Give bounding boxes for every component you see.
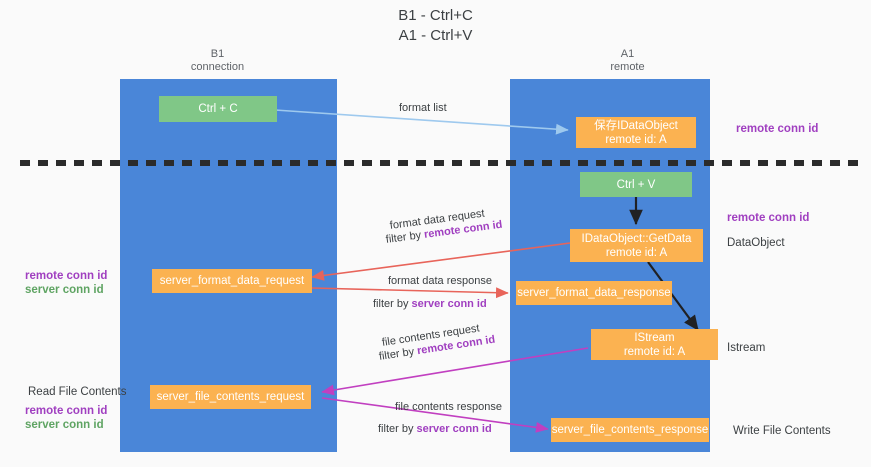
label-right-remote-conn-id-top: remote conn id	[736, 123, 819, 135]
caption-format-data-response: format data response	[388, 275, 492, 287]
arrow-getdata-to-istream	[647, 261, 699, 331]
label-left-read-file-contents: Read File Contents	[28, 386, 127, 398]
label-left-remote-conn-id-mid: remote conn id	[25, 270, 108, 282]
box-server-format-data-response[interactable]: server_format_data_response	[516, 281, 672, 305]
box-istream[interactable]: IStream remote id: A	[591, 329, 718, 360]
box-server-format-data-response-label: server_format_data_response	[517, 287, 671, 299]
arrow-format-list	[274, 109, 569, 135]
box-save-idataobject-line2: remote id: A	[605, 133, 667, 146]
caption-format-list: format list	[399, 102, 447, 114]
box-istream-line2: remote id: A	[623, 345, 686, 358]
caption-file-contents-response: file contents response	[395, 401, 503, 413]
box-server-format-data-request[interactable]: server_format_data_request	[152, 269, 312, 293]
label-right-istream: Istream	[727, 342, 766, 354]
column-header-b1: B1 connection	[150, 48, 285, 74]
box-server-file-contents-response-label: server_file_contents_response	[551, 424, 709, 436]
label-left-server-conn-id-mid: server conn id	[25, 284, 104, 296]
label-left-remote-conn-id-bottom: remote conn id	[25, 405, 108, 417]
label-right-write-file-contents: Write File Contents	[733, 425, 831, 437]
caption-filter-key-server-conn-id: server conn id	[416, 423, 492, 435]
caption-format-data-response-filter: filter by server conn id	[373, 297, 487, 311]
label-left-server-conn-id-bottom: server conn id	[25, 419, 104, 431]
caption-filter-key-server-conn-id: server conn id	[411, 298, 487, 310]
arrow-file-contents-request	[321, 347, 589, 396]
box-ctrl-c-label: Ctrl + C	[198, 103, 238, 115]
box-ctrl-c[interactable]: Ctrl + C	[159, 96, 277, 122]
arrow-format-data-response	[311, 287, 509, 299]
arrow-file-contents-response	[321, 397, 549, 433]
column-header-a1-role: remote	[610, 61, 645, 73]
box-idataobject-getdata[interactable]: IDataObject::GetData remote id: A	[570, 229, 703, 262]
title-line-2: A1 - Ctrl+V	[398, 27, 473, 44]
column-header-a1-name: A1	[620, 48, 635, 60]
column-header-a1: A1 remote	[545, 48, 710, 74]
box-ctrl-v[interactable]: Ctrl + V	[580, 172, 692, 197]
arrow-format-data-request	[311, 242, 571, 281]
box-server-file-contents-request[interactable]: server_file_contents_request	[150, 385, 311, 409]
box-server-format-data-request-label: server_format_data_request	[159, 275, 305, 287]
box-server-file-contents-response[interactable]: server_file_contents_response	[551, 418, 709, 442]
caption-filter-prefix: filter by	[378, 423, 417, 435]
box-getdata-line1: IDataObject::GetData	[581, 232, 692, 245]
title-line-1: B1 - Ctrl+C	[398, 7, 473, 24]
label-right-dataobject: DataObject	[727, 237, 785, 249]
box-ctrl-v-label: Ctrl + V	[616, 178, 656, 191]
caption-file-contents-response-filter: filter by server conn id	[378, 422, 492, 436]
box-server-file-contents-request-label: server_file_contents_request	[156, 391, 305, 403]
label-right-remote-conn-id-mid: remote conn id	[727, 212, 810, 224]
column-header-b1-name: B1	[210, 48, 225, 60]
box-getdata-line2: remote id: A	[605, 246, 668, 259]
box-istream-line1: IStream	[634, 331, 675, 344]
diagram-title: B1 - Ctrl+C A1 - Ctrl+V	[0, 6, 871, 46]
caption-filter-prefix: filter by	[373, 298, 412, 310]
box-save-idataobject-line1: 保存IDataObject	[594, 119, 678, 132]
column-header-b1-role: connection	[190, 61, 245, 73]
box-save-idataobject[interactable]: 保存IDataObject remote id: A	[576, 117, 696, 148]
